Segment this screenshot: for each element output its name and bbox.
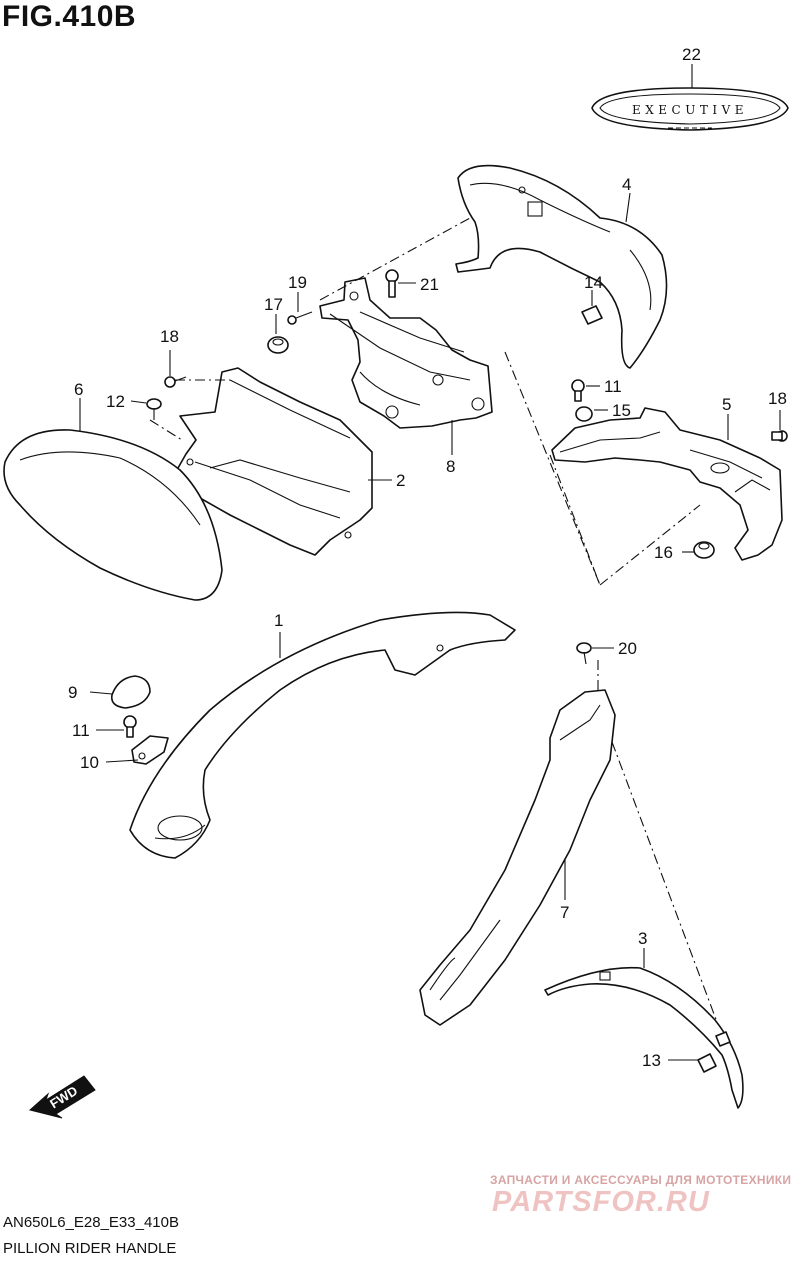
part-4-cover: [455, 164, 668, 369]
figure-title: FIG.410B: [2, 0, 137, 33]
figure-code: AN650L6_E28_E33_410B: [3, 1214, 179, 1231]
part-20-clip: [576, 642, 592, 665]
part-10-plate: [131, 735, 169, 765]
callout-10: 10: [80, 753, 99, 772]
callout-11-left: 11: [72, 721, 90, 740]
watermark-tagline: ЗАПЧАСТИ И АКСЕССУАРЫ ДЛЯ МОТОТЕХНИКИ: [490, 1173, 792, 1187]
assembly-lines: [149, 217, 721, 1031]
part-22-emblem: EXECUTIVE: [591, 87, 789, 131]
callout-7: 7: [560, 903, 569, 922]
callout-3: 3: [638, 929, 647, 948]
callout-8: 8: [446, 457, 455, 476]
callout-18-left: 18: [160, 327, 179, 346]
part-14-nut: [581, 305, 603, 325]
part-13-nut: [697, 1031, 731, 1073]
callout-2: 2: [396, 471, 405, 490]
emblem-text: EXECUTIVE: [632, 103, 748, 117]
callout-13: 13: [642, 1051, 661, 1070]
callout-18-right: 18: [768, 389, 787, 408]
part-18-bolt-left: [164, 376, 187, 388]
callout-15: 15: [612, 401, 631, 420]
part-11-bolt-left: [123, 715, 137, 738]
callout-12: 12: [106, 392, 125, 411]
part-21-bolt: [385, 269, 399, 298]
callout-4: 4: [622, 175, 631, 194]
figure-caption: PILLION RIDER HANDLE: [3, 1240, 177, 1257]
callout-11-right: 11: [604, 377, 622, 396]
part-8-bracket: [319, 277, 493, 429]
part-18-bolt-right: [771, 430, 788, 442]
part-12-screw: [146, 398, 162, 420]
callout-17: 17: [264, 295, 283, 314]
callout-9: 9: [68, 683, 77, 702]
callout-1: 1: [274, 611, 283, 630]
callout-5: 5: [722, 395, 731, 414]
fwd-arrow-icon: FWD: [28, 1075, 96, 1119]
watermark-logo: PARTSFOR.RU: [492, 1186, 710, 1218]
callout-22: 22: [682, 45, 701, 64]
callout-16: 16: [654, 543, 673, 562]
part-1-handle: [129, 611, 516, 859]
part-9-cap: [110, 675, 151, 709]
part-5-cover: [551, 407, 783, 561]
part-6-pad: [3, 429, 223, 601]
callout-20: 20: [618, 639, 637, 658]
part-16-grommet: [693, 541, 715, 559]
callout-14: 14: [584, 273, 603, 292]
part-7-garnish: [419, 689, 616, 1026]
part-19-screw: [287, 311, 313, 325]
part-3-trim: [544, 966, 744, 1109]
part-17-grommet: [267, 336, 289, 354]
callout-6: 6: [74, 380, 83, 399]
part-11-bolt-right: [571, 379, 585, 402]
callout-19: 19: [288, 273, 307, 292]
part-15-grommet: [575, 406, 593, 422]
callout-21: 21: [420, 275, 439, 294]
